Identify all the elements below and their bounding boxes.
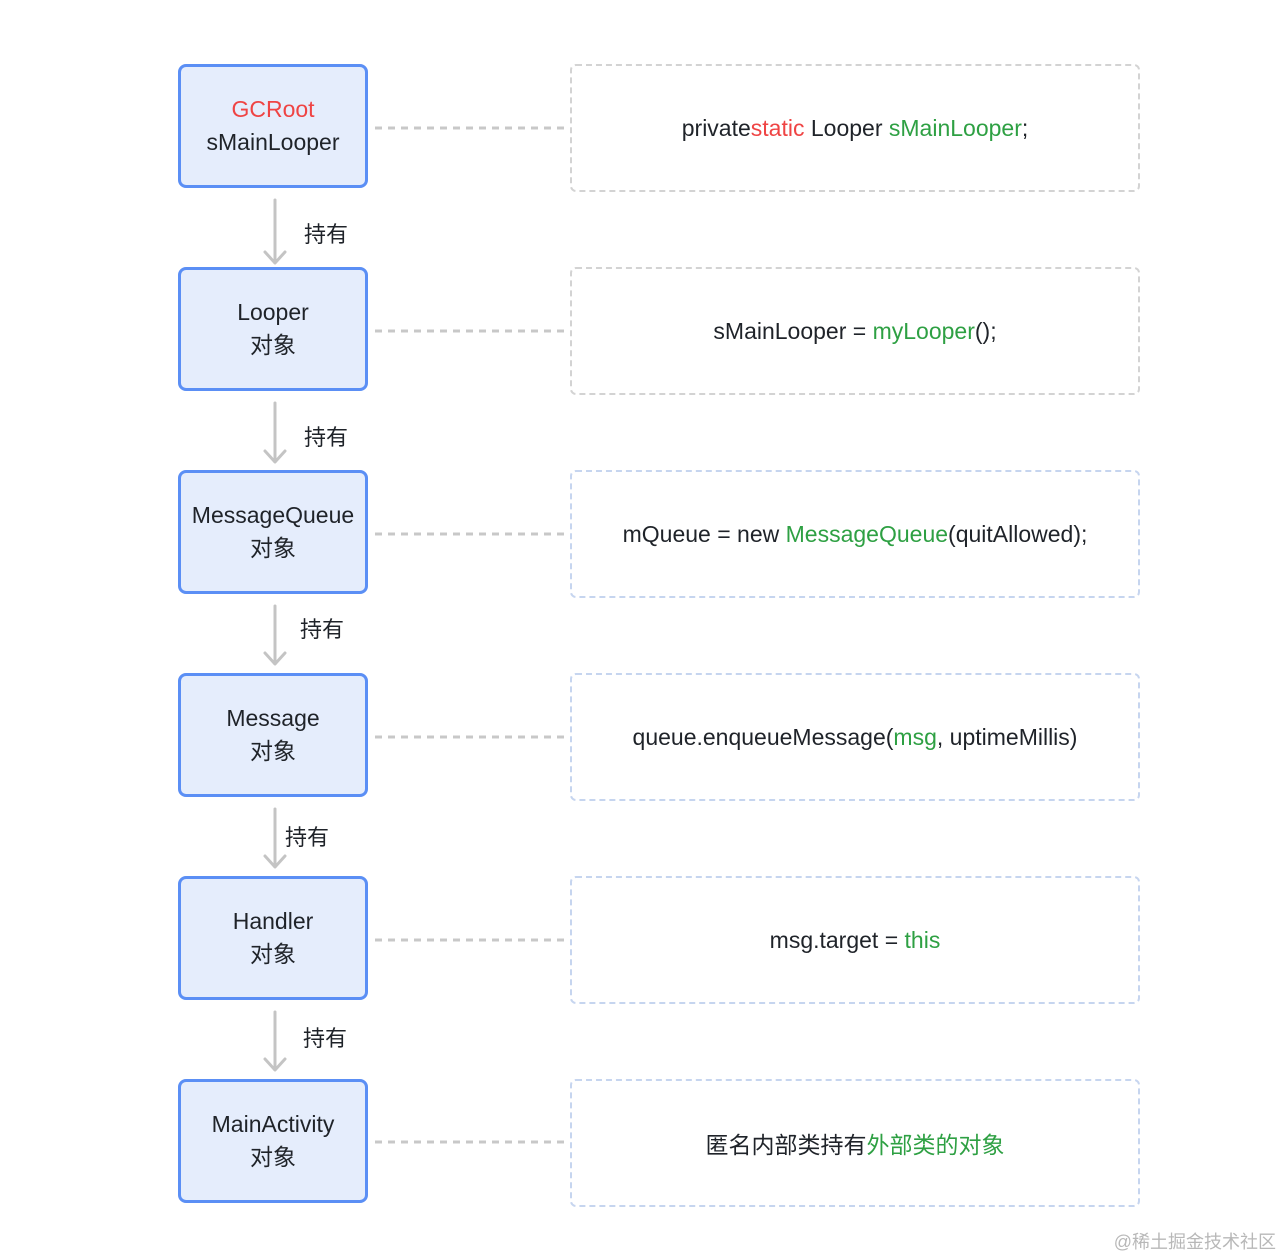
arrow-3 bbox=[263, 604, 287, 666]
code-text: mQueue = new bbox=[622, 520, 786, 547]
code-box-4: queue.enqueueMessage( msg , uptimeMillis… bbox=[570, 673, 1140, 801]
code-identifier: 外部类的对象 bbox=[866, 1132, 1005, 1158]
node-title: Handler bbox=[232, 908, 314, 934]
node-messagequeue: MessageQueue 对象 bbox=[178, 470, 368, 594]
code-text: (quitAllowed); bbox=[948, 520, 1088, 547]
node-gcroot: GCRoot sMainLooper bbox=[178, 64, 368, 188]
node-title: Message bbox=[226, 705, 320, 731]
edge-label-1: 持有 bbox=[304, 222, 349, 247]
code-identifier: sMainLooper bbox=[888, 114, 1022, 141]
code-box-1: private static Looper sMainLooper ; bbox=[570, 64, 1140, 192]
code-identifier: MessageQueue bbox=[785, 520, 949, 547]
code-identifier: myLooper bbox=[872, 317, 975, 344]
node-subtitle: 对象 bbox=[250, 535, 296, 561]
code-identifier: msg bbox=[893, 723, 937, 750]
node-subtitle: 对象 bbox=[250, 1144, 296, 1170]
code-text: , uptimeMillis) bbox=[936, 723, 1078, 750]
edge-label-4: 持有 bbox=[285, 825, 330, 850]
node-mainactivity: MainActivity 对象 bbox=[178, 1079, 368, 1203]
edge-label-3: 持有 bbox=[300, 617, 345, 642]
arrow-4 bbox=[263, 807, 287, 869]
node-subtitle: 对象 bbox=[250, 738, 296, 764]
code-box-5: msg.target = this bbox=[570, 876, 1140, 1004]
code-text: msg.target = bbox=[769, 926, 905, 953]
watermark: @稀土掘金技术社区 bbox=[1113, 1232, 1276, 1252]
arrow-2 bbox=[263, 401, 287, 464]
node-title: Looper bbox=[237, 299, 309, 325]
code-text: private bbox=[681, 114, 751, 141]
code-text: queue.enqueueMessage( bbox=[632, 723, 894, 750]
arrow-1 bbox=[263, 198, 287, 265]
node-subtitle: 对象 bbox=[250, 941, 296, 967]
code-box-6: 匿名内部类持有 外部类的对象 bbox=[570, 1079, 1140, 1207]
arrow-5 bbox=[263, 1010, 287, 1072]
node-title: GCRoot bbox=[231, 96, 315, 122]
edge-label-2: 持有 bbox=[304, 425, 349, 450]
node-title: MainActivity bbox=[211, 1111, 335, 1137]
code-text: sMainLooper = bbox=[713, 317, 873, 344]
node-subtitle: sMainLooper bbox=[206, 129, 340, 155]
code-box-3: mQueue = new MessageQueue (quitAllowed); bbox=[570, 470, 1140, 598]
node-handler: Handler 对象 bbox=[178, 876, 368, 1000]
code-text: 匿名内部类持有 bbox=[705, 1132, 867, 1158]
code-text: ; bbox=[1021, 114, 1029, 141]
code-identifier: this bbox=[904, 926, 941, 953]
node-looper: Looper 对象 bbox=[178, 267, 368, 391]
code-text: (); bbox=[974, 317, 997, 344]
node-message: Message 对象 bbox=[178, 673, 368, 797]
node-subtitle: 对象 bbox=[250, 332, 296, 358]
code-text: Looper bbox=[804, 114, 889, 141]
edge-label-5: 持有 bbox=[303, 1026, 348, 1051]
node-title: MessageQueue bbox=[191, 502, 355, 528]
code-box-2: sMainLooper = myLooper (); bbox=[570, 267, 1140, 395]
code-keyword: static bbox=[750, 114, 805, 141]
